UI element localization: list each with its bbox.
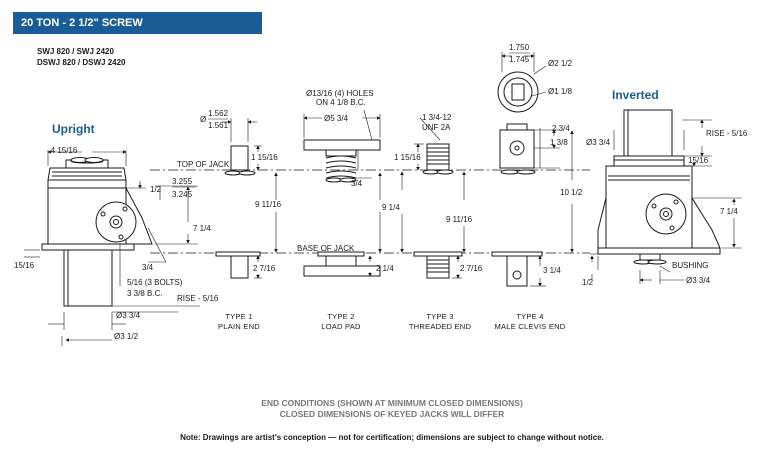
- page-header: 20 TON - 2 1/2" SCREW: [13, 12, 262, 34]
- reference-lines: [150, 169, 590, 254]
- type2-label: TYPE 2 LOAD PAD: [309, 312, 373, 332]
- dim-1561: 1.561: [208, 121, 229, 130]
- model-list: SWJ 820 / SWJ 2420 DSWJ 820 / DSWJ 2420: [37, 46, 125, 68]
- dim-2-7-16-type3: 2 7/16: [460, 264, 483, 273]
- type4-name: TYPE 4: [516, 312, 544, 321]
- dim-dia-3-1-2: Ø3 1/2: [114, 332, 139, 341]
- type1-name: TYPE 1: [225, 312, 253, 321]
- top-of-jack-label: TOP OF JACK: [177, 160, 230, 169]
- dim-dia-3-3-4-inverted-bottom: Ø3 3/4: [686, 276, 711, 285]
- dim-5-16-bolts: 5/16 (3 BOLTS): [127, 278, 183, 287]
- header-title: 20 TON - 2 1/2" SCREW: [21, 17, 143, 29]
- dim-rise-inverted: RISE - 5/16: [706, 129, 748, 138]
- dim-3245: 3.245: [172, 190, 193, 199]
- dim-7-1-4-upright: 7 1/4: [193, 224, 211, 233]
- dim-1-15-16-type3: 1 15/16: [394, 153, 421, 162]
- dim-1750: 1.750: [509, 43, 530, 52]
- dim-3-4-upright: 3/4: [142, 263, 154, 272]
- dim-dia-5-3-4: Ø5 3/4: [324, 114, 349, 123]
- dim-4-15-16: 4 15/16: [51, 146, 78, 155]
- dim-bushing: BUSHING: [672, 261, 708, 270]
- dim-2-3-4: 2 3/4: [552, 124, 570, 133]
- dim-1-15-16-type1: 1 15/16: [251, 153, 278, 162]
- inverted-dimensions: [590, 119, 742, 284]
- dim-dia-2-1-2: Ø2 1/2: [548, 59, 573, 68]
- type2-name: TYPE 2: [327, 312, 355, 321]
- upright-view-label: Upright: [52, 122, 95, 136]
- footer-line-1: END CONDITIONS (SHOWN AT MINIMUM CLOSED …: [261, 398, 523, 408]
- inverted-view-label: Inverted: [612, 88, 659, 102]
- dim-3255: 3.255: [172, 177, 193, 186]
- inverted-jack-drawing: [597, 109, 721, 265]
- dim-9-1-4: 9 1/4: [382, 203, 400, 212]
- footer-line-2: CLOSED DIMENSIONS OF KEYED JACKS WILL DI…: [279, 409, 505, 419]
- dim-thread: 1 3/4-12: [422, 113, 452, 122]
- type4-clevis-end-drawing: [491, 71, 543, 287]
- type3-threaded-end-drawing: [413, 143, 463, 279]
- type4-desc: MALE CLEVIS END: [494, 322, 566, 331]
- dim-3-3-8-bc: 3 3/8 B.C.: [127, 289, 163, 298]
- dim-dia-3-3-4-upright: Ø3 3/4: [116, 311, 141, 320]
- dim-3-1-4: 3 1/4: [543, 266, 561, 275]
- type2-dimensions: [303, 109, 382, 277]
- dim-9-11-16-type1: 9 11/16: [255, 200, 282, 209]
- dim-1-3-8: 1 3/8: [550, 138, 568, 147]
- dim-1-2-inverted: 1/2: [582, 278, 594, 287]
- dim-2-1-4: 2 1/4: [376, 264, 394, 273]
- dim-rise-upright: RISE - 5/16: [177, 294, 219, 303]
- type1-desc: PLAIN END: [218, 322, 260, 331]
- type4-label: TYPE 4 MALE CLEVIS END: [482, 312, 578, 332]
- type3-label: TYPE 3 THREADED END: [400, 312, 480, 332]
- type1-plain-end-drawing: [215, 145, 261, 279]
- type2-load-pad-drawing: [303, 139, 381, 277]
- dim-3-4-type2: 3/4: [351, 179, 363, 188]
- dim-dia-3-3-4-inverted-top: Ø3 3/4: [586, 138, 611, 147]
- dim-15-16-upright: 15/16: [14, 261, 35, 270]
- dim-dia-prefix: Ø: [200, 115, 206, 124]
- dim-9-11-16-type3: 9 11/16: [446, 215, 473, 224]
- dim-1745: 1.745: [509, 55, 530, 64]
- dim-unf: UNF 2A: [422, 123, 451, 132]
- dim-1-2: 1/2: [150, 185, 162, 194]
- type4-dimensions: [501, 52, 574, 287]
- base-of-jack-label: BASE OF JACK: [297, 244, 355, 253]
- type2-desc: LOAD PAD: [321, 322, 361, 331]
- dim-2-7-16-type1: 2 7/16: [253, 264, 276, 273]
- dim-1562: 1.562: [208, 109, 229, 118]
- dim-10-1-2: 10 1/2: [560, 188, 583, 197]
- dim-holes: Ø13/16 (4) HOLES: [306, 89, 374, 98]
- model-line-1: SWJ 820 / SWJ 2420: [37, 47, 114, 56]
- upright-jack-drawing: [41, 157, 153, 307]
- type3-dimensions: [400, 117, 466, 279]
- footer-note: Note: Drawings are artist's conception —…: [180, 433, 604, 442]
- type3-name: TYPE 3: [426, 312, 454, 321]
- type3-desc: THREADED END: [408, 322, 472, 331]
- dim-dia-1-1-8: Ø1 1/8: [548, 87, 573, 96]
- dim-15-16-inverted: 15/16: [688, 156, 709, 165]
- upright-dimensions: [24, 150, 200, 346]
- dim-7-1-4-inverted: 7 1/4: [720, 207, 738, 216]
- model-line-2: DSWJ 820 / DSWJ 2420: [37, 58, 126, 67]
- type1-dimensions: [222, 118, 278, 279]
- type1-label: TYPE 1 PLAIN END: [211, 312, 267, 332]
- dim-holes-bc: ON 4 1/8 B.C.: [316, 98, 366, 107]
